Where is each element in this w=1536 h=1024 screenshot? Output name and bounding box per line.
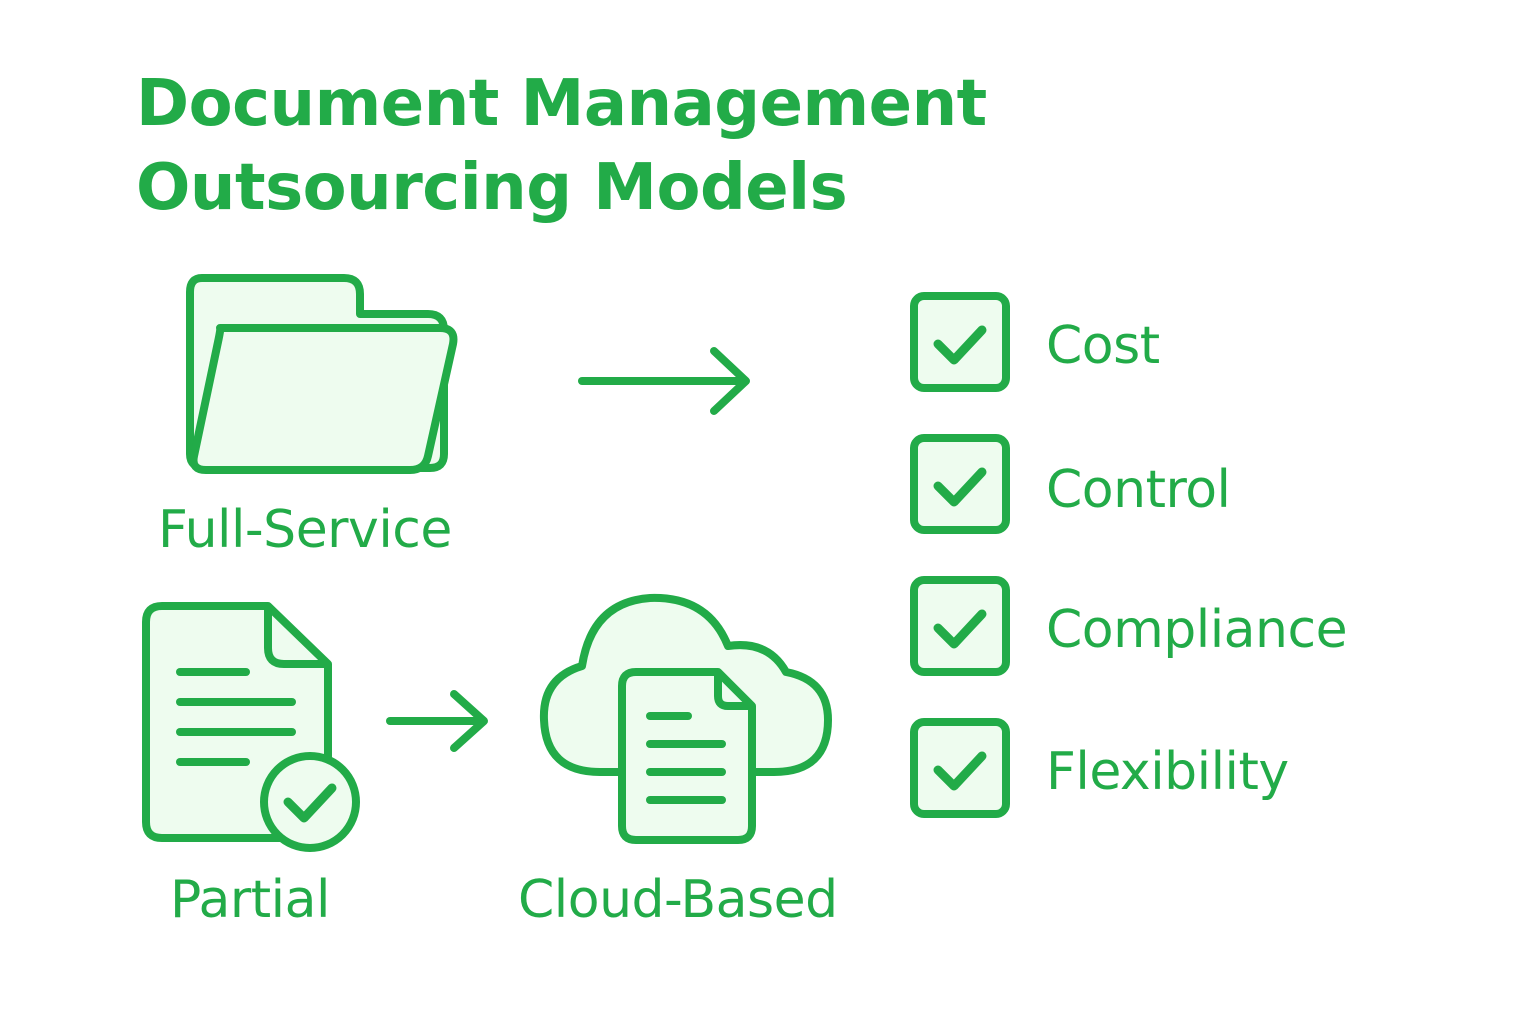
partial-label: Partial — [170, 870, 330, 930]
title-line-2: Outsourcing Models — [136, 151, 848, 225]
benefit-label-control: Control — [1046, 460, 1231, 520]
benefit-label-compliance: Compliance — [1046, 600, 1348, 660]
arrow-right-icon — [386, 690, 488, 752]
document-check-icon — [142, 602, 360, 852]
checkbox-checked-icon — [910, 718, 1010, 818]
folder-icon — [186, 274, 458, 474]
benefit-label-cost: Cost — [1046, 316, 1160, 376]
checkbox-checked-icon — [910, 576, 1010, 676]
benefit-label-flexibility: Flexibility — [1046, 742, 1289, 802]
full-service-label: Full-Service — [158, 500, 452, 560]
cloud-based-label: Cloud-Based — [518, 870, 838, 930]
checkbox-checked-icon — [910, 434, 1010, 534]
page-title: Document Management Outsourcing Models — [136, 62, 987, 230]
title-line-1: Document Management — [136, 67, 987, 141]
cloud-document-icon — [539, 593, 832, 844]
arrow-right-icon — [578, 347, 750, 415]
checkbox-checked-icon — [910, 292, 1010, 392]
